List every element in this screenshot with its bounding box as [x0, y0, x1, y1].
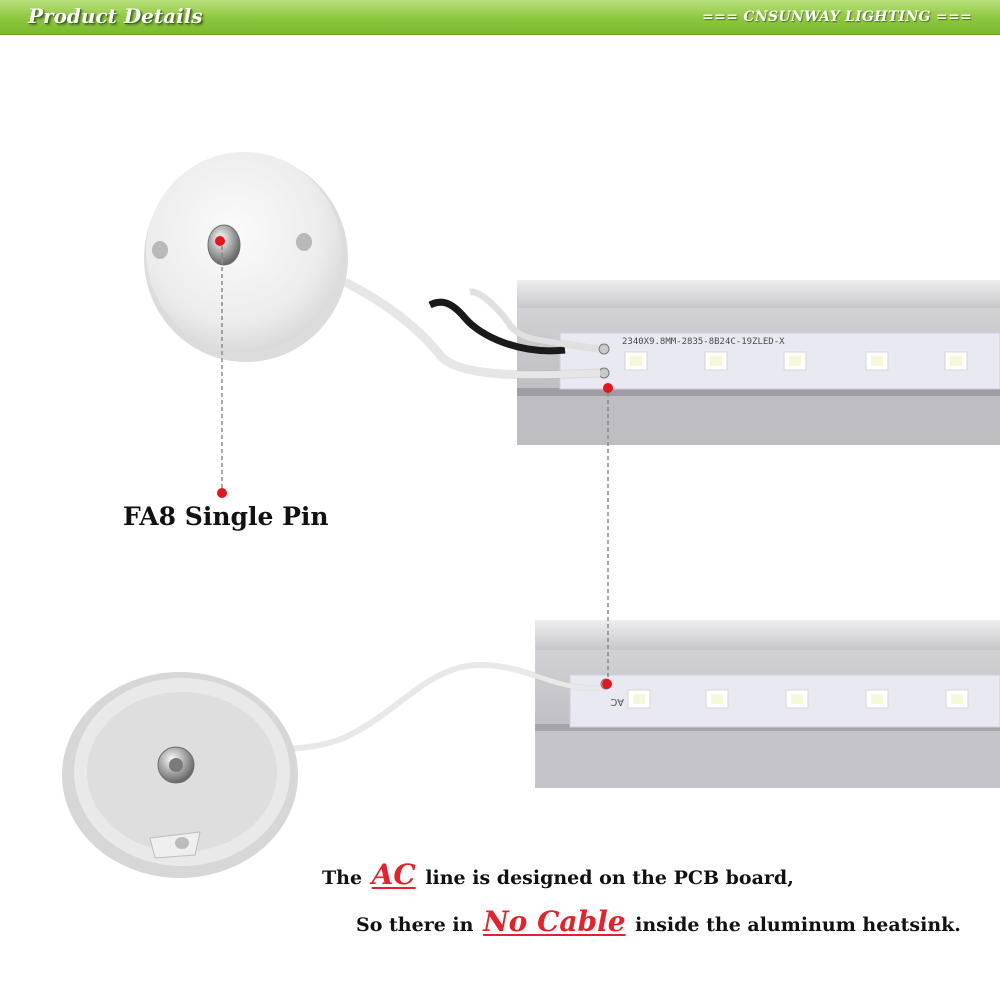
bottom-end-cap — [62, 672, 298, 878]
caption-line-2: So there in No Cable inside the aluminum… — [356, 905, 961, 938]
caption-2-highlight: No Cable — [483, 905, 626, 938]
header-title: Product Details — [28, 4, 203, 28]
pcb-ac-mark: AC — [610, 696, 624, 707]
caption-1-highlight: AC — [371, 858, 416, 891]
header-bar: Product Details === CNSUNWAY LIGHTING ==… — [0, 0, 1000, 35]
pin-type-label: FA8 Single Pin — [123, 502, 329, 531]
ac-marker-top-dot — [603, 383, 613, 393]
caption-2-post: inside the aluminum heatsink. — [635, 914, 961, 936]
brand-banner: === CNSUNWAY LIGHTING === — [702, 9, 972, 25]
callout-markers — [215, 236, 613, 689]
caption-line-1: The AC line is designed on the PCB board… — [322, 858, 794, 891]
ac-marker-bottom-dot — [602, 679, 612, 689]
caption-1-pre: The — [322, 867, 363, 889]
caption-1-post: line is designed on the PCB board, — [425, 867, 794, 889]
top-end-cap — [144, 152, 348, 362]
pin-marker-dot — [215, 236, 225, 246]
caption-2-pre: So there in — [356, 914, 474, 936]
bottom-heatsink-tube: AC — [535, 620, 1000, 788]
top-heatsink-tube: 2340X9.8MM-2835-8B24C-19ZLED-X — [517, 280, 1000, 445]
pcb-label-top: 2340X9.8MM-2835-8B24C-19ZLED-X — [622, 337, 785, 347]
pin-label-dot — [217, 488, 227, 498]
